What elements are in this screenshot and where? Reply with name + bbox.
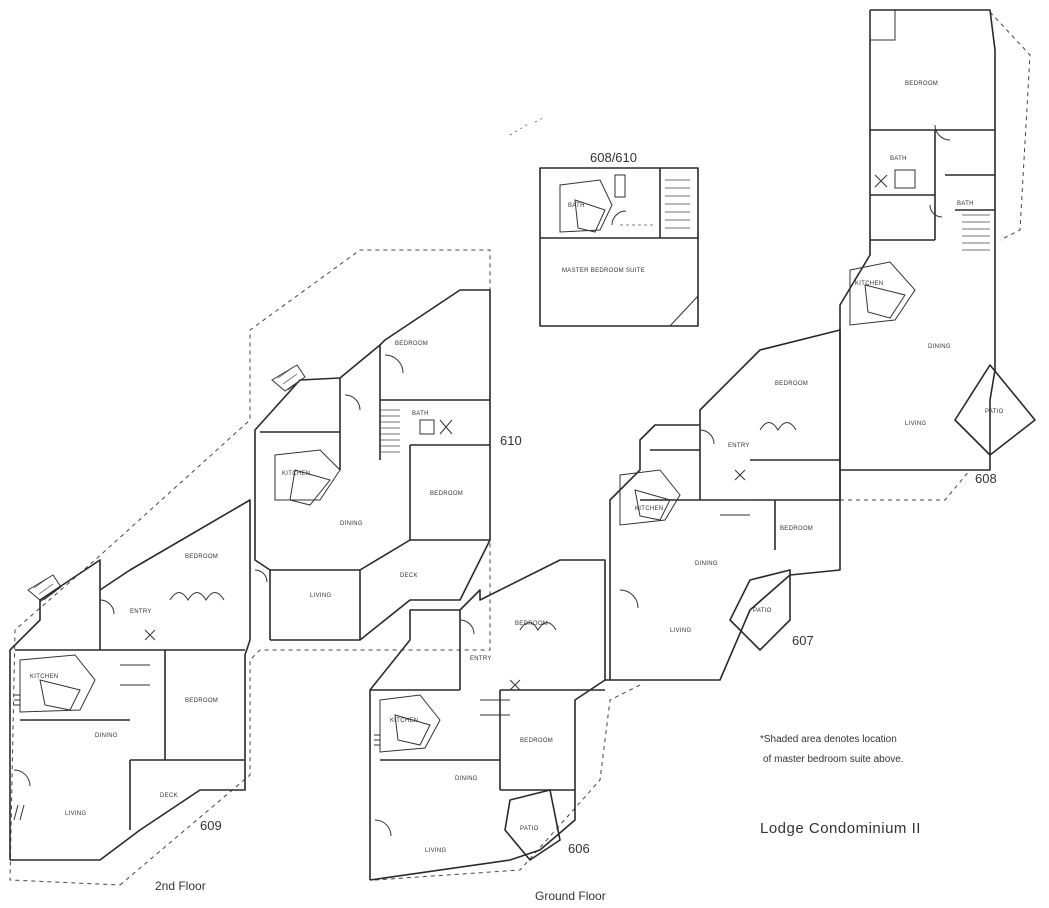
room-610-kitchen: KITCHEN <box>282 471 310 477</box>
room-labels: BEDROOM BATH KITCHEN BEDROOM DINING LIVI… <box>30 81 1004 854</box>
room-606-bedroom: BEDROOM <box>515 621 548 627</box>
room-610-bedroom: BEDROOM <box>395 341 428 347</box>
room-609-bedroom: BEDROOM <box>185 554 218 560</box>
room-607-living: LIVING <box>670 628 692 634</box>
outline-dashed-608-top <box>989 11 1031 241</box>
room-609-bedroom-2: BEDROOM <box>185 698 218 704</box>
patio-607 <box>729 569 791 651</box>
floor-label-second: 2nd Floor <box>155 879 206 893</box>
patio-608 <box>954 364 1036 456</box>
inset-frame <box>539 167 699 327</box>
patio-606 <box>504 789 561 861</box>
room-608-dining: DINING <box>928 344 951 350</box>
room-608-living: LIVING <box>905 421 927 427</box>
room-606-entry: ENTRY <box>470 656 492 662</box>
unit-label-610: 610 <box>500 433 522 448</box>
stairs-610 <box>380 409 400 453</box>
outline-dashed-609 <box>9 249 491 886</box>
room-609-deck: DECK <box>160 793 178 799</box>
inset-608-610: BATH MASTER BEDROOM SUITE 608/610 <box>539 150 699 327</box>
room-610-living: LIVING <box>310 593 332 599</box>
room-606-bedroom-2: BEDROOM <box>520 738 553 744</box>
wall-606 <box>369 559 606 881</box>
room-607-entry: ENTRY <box>728 443 750 449</box>
outline-dashed-606 <box>374 684 641 881</box>
room-610-deck: DECK <box>400 573 418 579</box>
inset-room-bath: BATH <box>568 203 585 209</box>
unit-label-606: 606 <box>568 841 590 856</box>
room-606-living: LIVING <box>425 848 447 854</box>
room-609-entry: ENTRY <box>130 609 152 615</box>
room-607-dining: DINING <box>695 561 718 567</box>
unit-labels: 610 609 608 607 606 <box>200 433 997 856</box>
note-line-1: *Shaded area denotes location <box>760 734 897 745</box>
room-608-bedroom: BEDROOM <box>905 81 938 87</box>
room-607-patio: PATIO <box>753 608 772 614</box>
room-608-kitchen: KITCHEN <box>855 281 883 287</box>
diagram-title: Lodge Condominium II <box>760 820 921 837</box>
room-609-living: LIVING <box>65 811 87 817</box>
room-610-dining: DINING <box>340 521 363 527</box>
building-second-floor <box>9 249 491 886</box>
wall-608 <box>839 9 996 471</box>
floor-label-ground: Ground Floor <box>535 889 606 903</box>
room-606-dining: DINING <box>455 776 478 782</box>
building-ground-floor <box>369 9 1036 881</box>
room-608-bath: BATH <box>890 156 907 162</box>
unit-label-608: 608 <box>975 471 997 486</box>
room-606-patio: PATIO <box>520 826 539 832</box>
room-609-kitchen: KITCHEN <box>30 674 58 680</box>
room-607-bedroom-2: BEDROOM <box>780 526 813 532</box>
inset-label: 608/610 <box>590 150 637 165</box>
room-607-kitchen: KITCHEN <box>635 506 663 512</box>
room-607-bedroom: BEDROOM <box>775 381 808 387</box>
room-609-dining: DINING <box>95 733 118 739</box>
room-610-bath: BATH <box>412 411 429 417</box>
wall-607 <box>609 329 841 681</box>
inset-room-suite: MASTER BEDROOM SUITE <box>562 268 645 274</box>
room-610-bedroom-2: BEDROOM <box>430 491 463 497</box>
room-608-patio: PATIO <box>985 409 1004 415</box>
stairs-608 <box>962 214 990 251</box>
wall-610 <box>254 289 491 641</box>
note-line-2: of master bedroom suite above. <box>763 754 904 765</box>
wall-609 <box>9 499 251 861</box>
unit-label-609: 609 <box>200 818 222 833</box>
room-606-kitchen: KITCHEN <box>390 718 418 724</box>
inset-stairs <box>665 179 690 229</box>
unit-label-607: 607 <box>792 633 814 648</box>
room-608-bath-2: BATH <box>957 201 974 207</box>
